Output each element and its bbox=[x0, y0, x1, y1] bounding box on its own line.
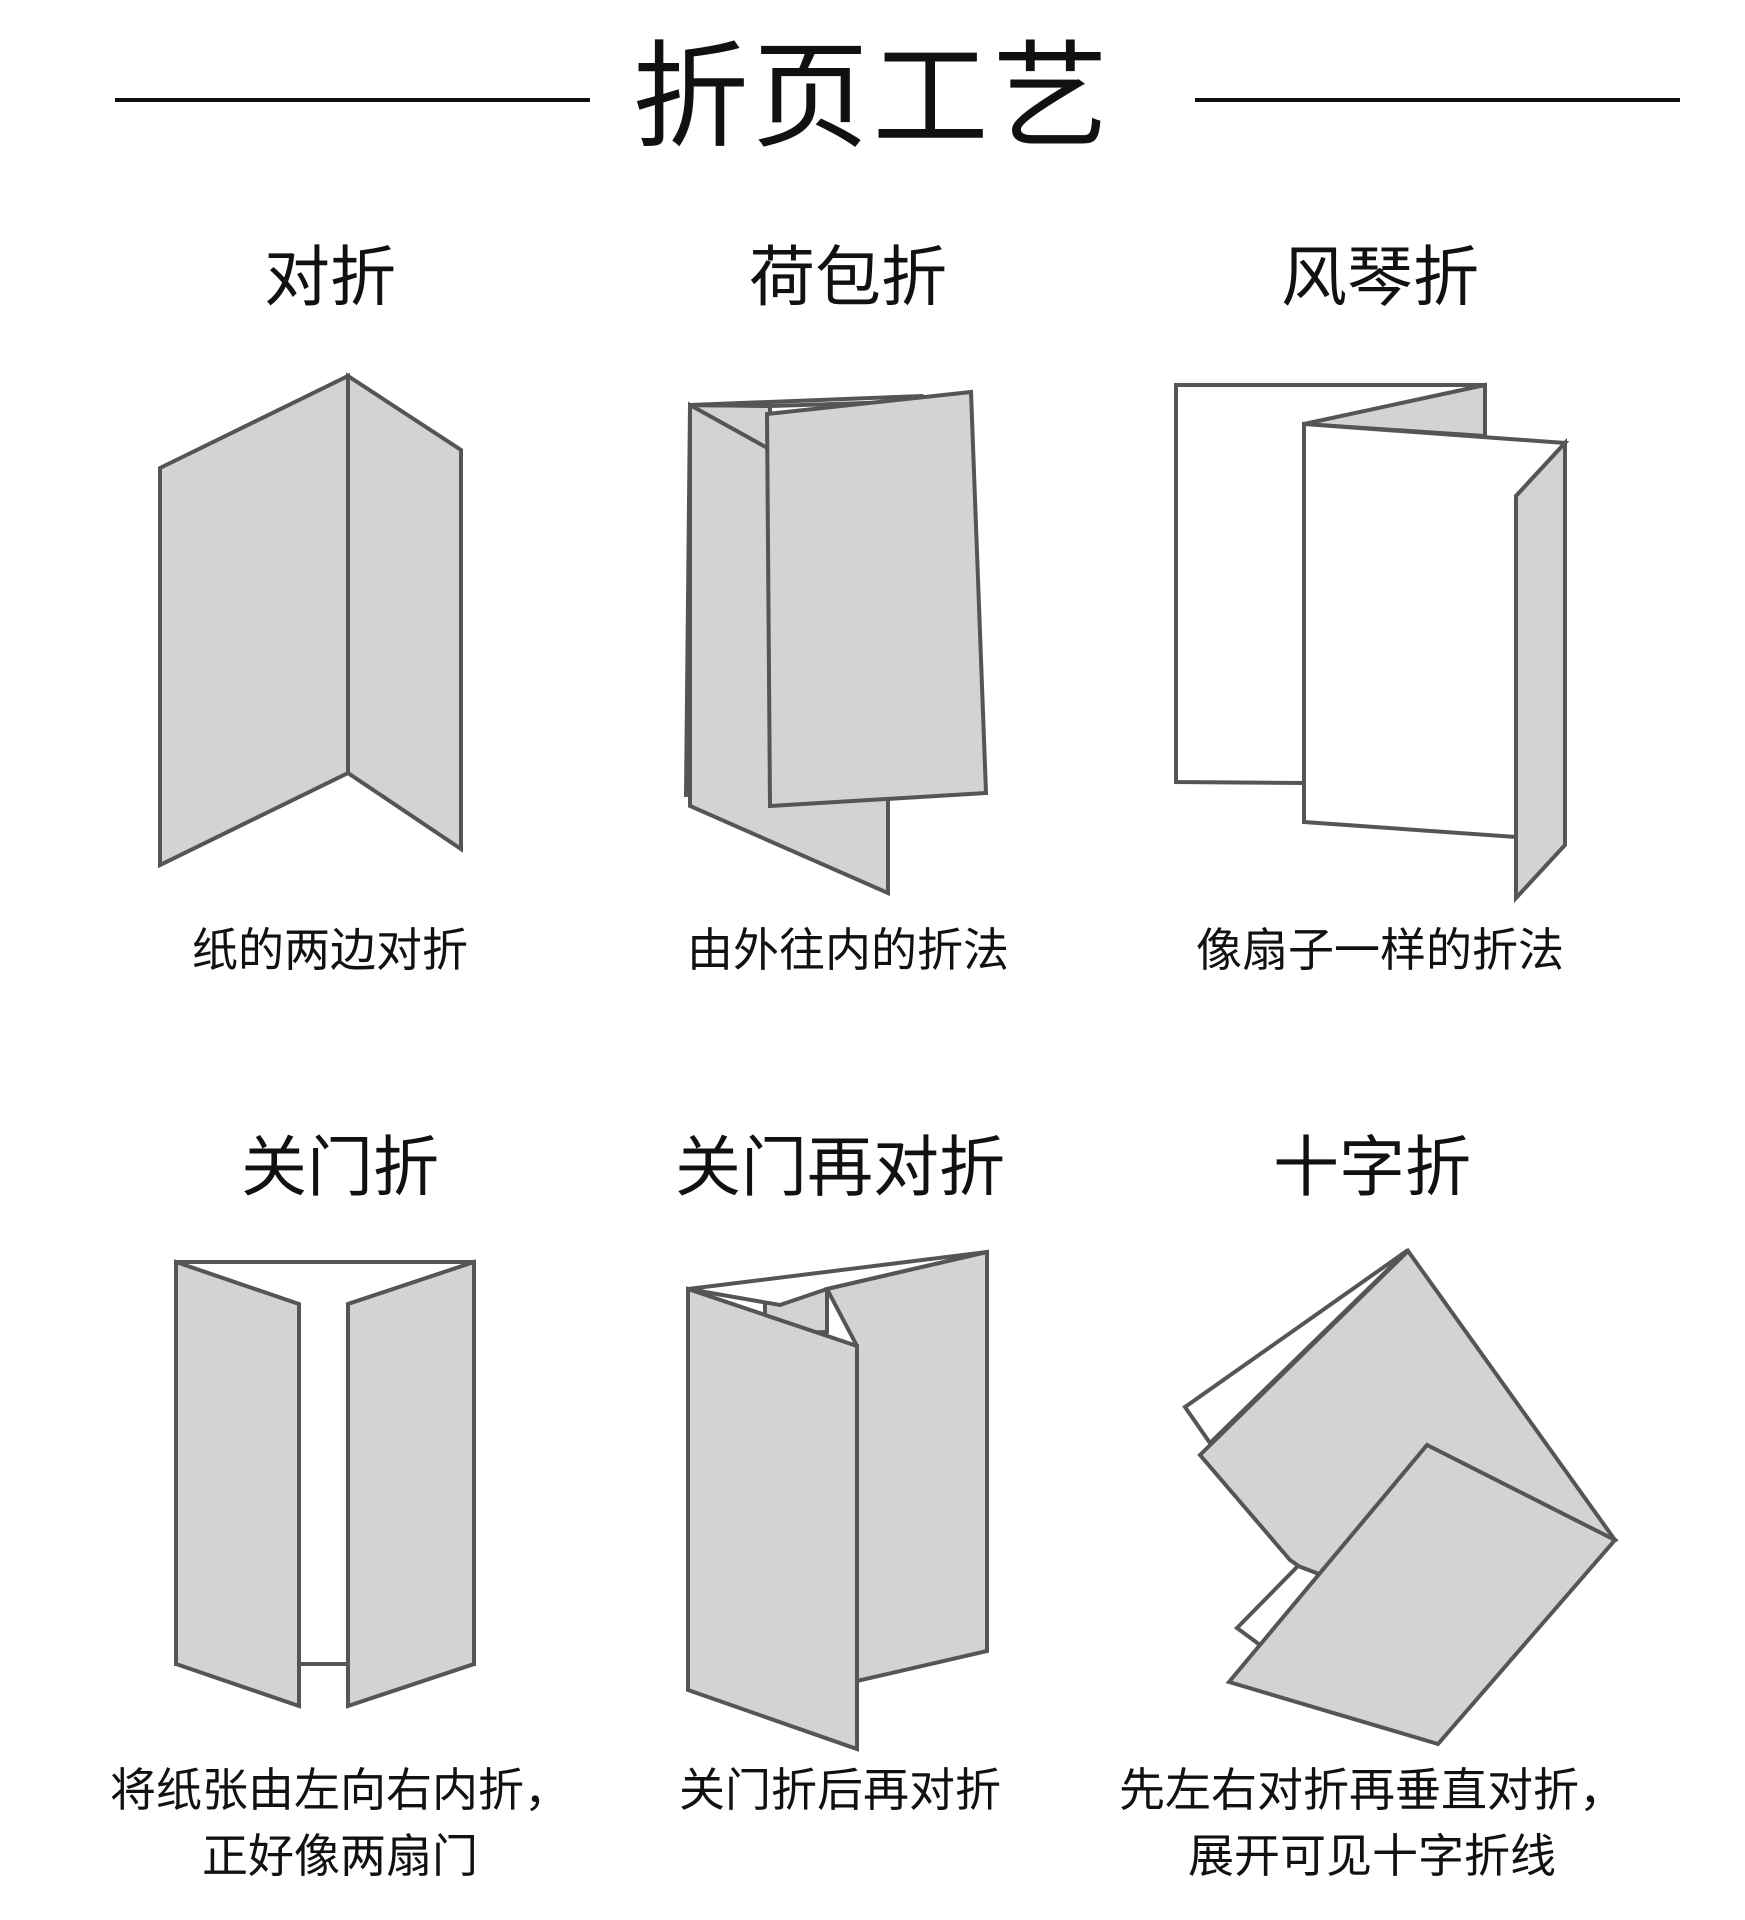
cross-fold-illustration bbox=[1182, 1247, 1619, 1747]
fold-title: 关门折 bbox=[241, 1129, 439, 1206]
roll-fold-illustration bbox=[683, 389, 989, 897]
fold-description: 关门折后再对折 bbox=[679, 1763, 1001, 1817]
fold-title: 荷包折 bbox=[749, 239, 947, 316]
header-rule-right bbox=[1195, 98, 1680, 102]
fold-title: 十字折 bbox=[1273, 1129, 1471, 1206]
bifold-illustration bbox=[158, 372, 463, 869]
fold-title: 对折 bbox=[264, 239, 396, 316]
double-gate-fold-illustration bbox=[686, 1249, 989, 1752]
fold-description-line-1: 先左右对折再垂直对折， bbox=[1119, 1763, 1625, 1817]
header-rule-left bbox=[115, 98, 590, 102]
fold-description-line-1: 将纸张由左向右内折， bbox=[110, 1763, 570, 1817]
fold-title: 风琴折 bbox=[1281, 239, 1479, 316]
fold-description-line-2: 正好像两扇门 bbox=[202, 1829, 478, 1883]
fold-description: 像扇子一样的折法 bbox=[1196, 923, 1564, 977]
fold-description: 纸的两边对折 bbox=[192, 923, 468, 977]
fold-description: 由外往内的折法 bbox=[687, 923, 1009, 977]
gate-fold-illustration bbox=[174, 1259, 476, 1709]
fold-title: 关门再对折 bbox=[675, 1129, 1005, 1206]
accordion-fold-illustration bbox=[1174, 382, 1570, 904]
page-title: 折页工艺 bbox=[632, 30, 1113, 165]
fold-description-line-2: 展开可见十字折线 bbox=[1188, 1829, 1556, 1883]
